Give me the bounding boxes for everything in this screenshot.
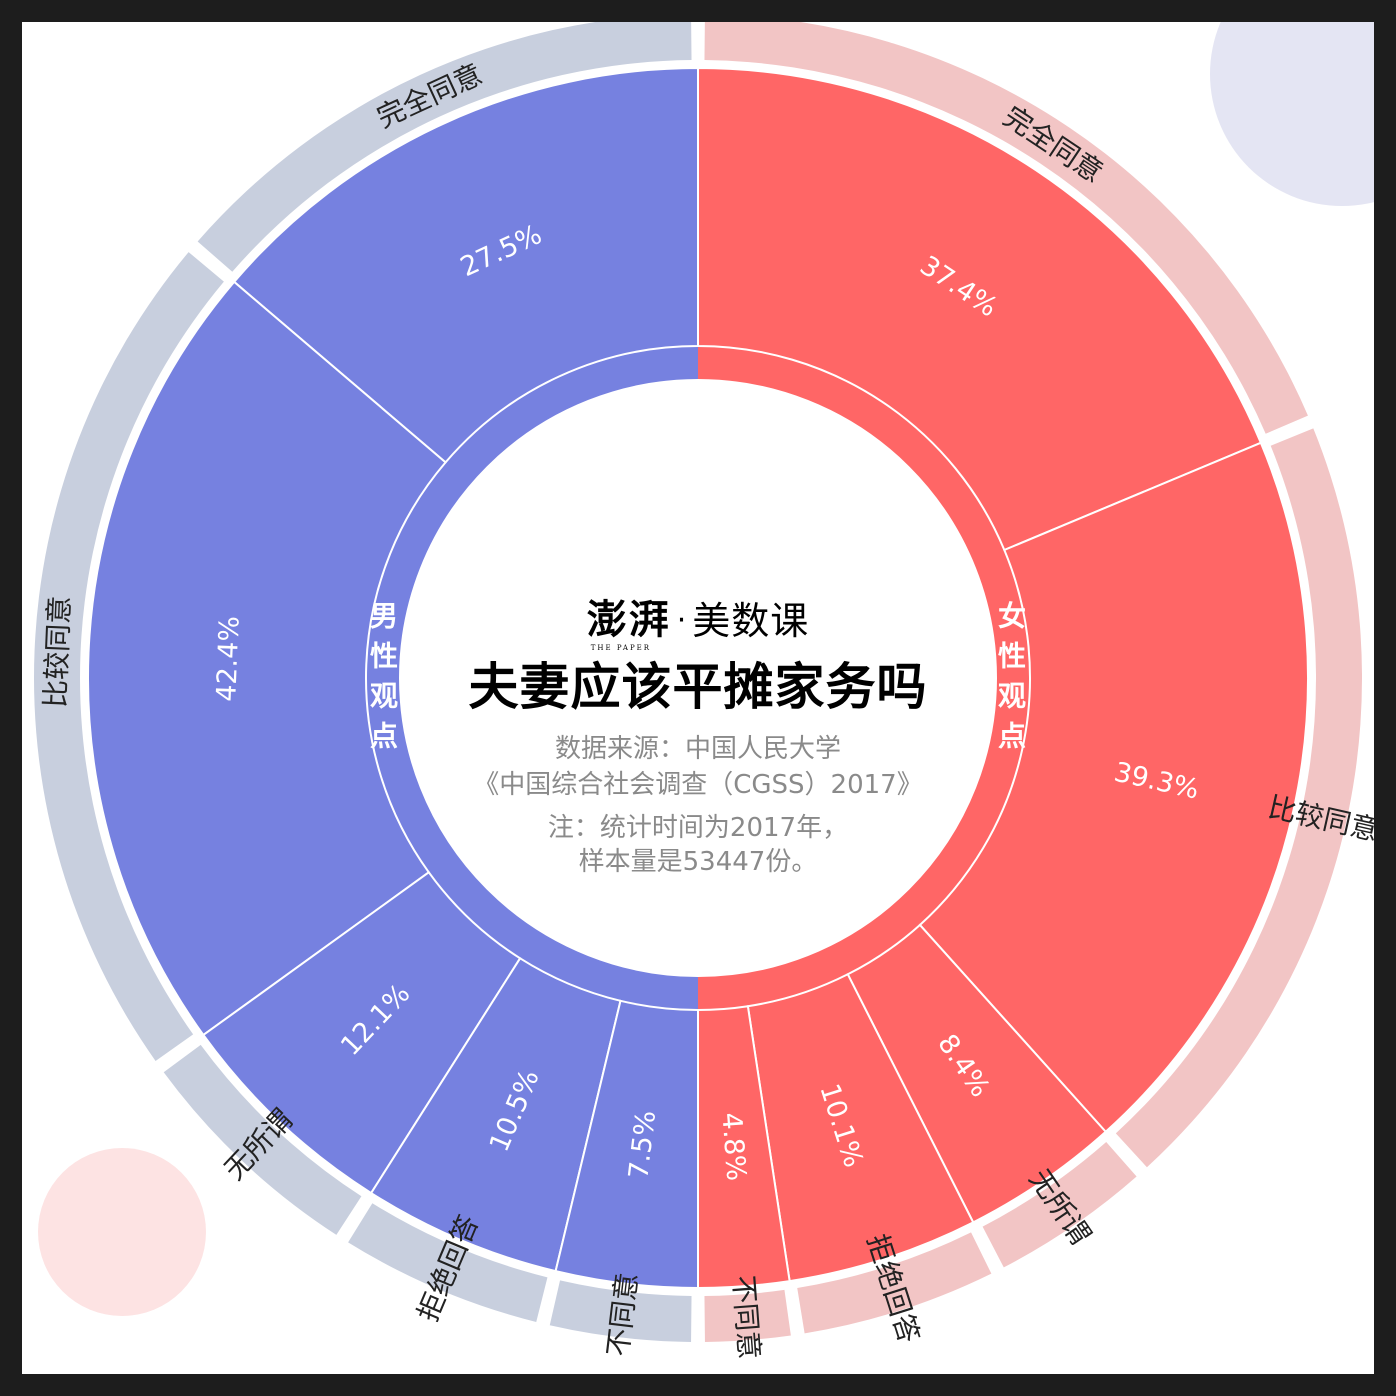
logo-brand-sub: THE PAPER xyxy=(590,644,652,652)
male-band-5 xyxy=(549,1280,692,1342)
male-slice-1 xyxy=(232,66,699,464)
source-line-2: 《中国综合社会调查（CGSS）2017》 xyxy=(473,770,923,800)
female-group-label-char: 女 xyxy=(998,600,1026,633)
male-group-label-char: 男 xyxy=(370,600,398,633)
note-line-2: 样本量是53447份。 xyxy=(578,847,818,877)
data-source: 数据来源：中国人民大学 《中国综合社会调查（CGSS）2017》 xyxy=(442,731,954,803)
male-group-label-char: 点 xyxy=(370,720,398,753)
center-disc xyxy=(408,388,988,968)
note-line-1: 注：统计时间为2017年， xyxy=(547,813,849,843)
male-category-label-5: 不同意 xyxy=(601,1271,644,1358)
female-group-label-char: 点 xyxy=(998,720,1026,753)
male-band-2 xyxy=(34,252,224,1061)
female-slice-1 xyxy=(697,66,1263,552)
female-group-label-char: 性 xyxy=(998,640,1026,673)
logo: 澎湃 THE PAPER · 美数课 xyxy=(442,570,954,652)
male-category-label-2: 比较同意 xyxy=(39,595,77,708)
source-line-1: 数据来源：中国人民大学 xyxy=(554,734,841,764)
logo-name: 美数课 xyxy=(692,599,810,643)
female-band-5 xyxy=(704,1289,791,1342)
female-band-4 xyxy=(797,1232,992,1334)
female-slice-5 xyxy=(697,1005,791,1290)
center-title-block: 澎湃 THE PAPER · 美数课 夫妻应该平摊家务吗 数据来源：中国人民大学… xyxy=(442,570,954,879)
female-slice-2 xyxy=(918,441,1309,1134)
female-band-1 xyxy=(704,22,1308,434)
female-group-label-char: 观 xyxy=(998,680,1026,713)
male-band-3 xyxy=(163,1044,362,1235)
male-inner-ring xyxy=(366,346,698,1010)
female-category-label-5: 不同意 xyxy=(727,1274,766,1360)
decor-circle-top-right xyxy=(1210,22,1374,206)
male-band-4 xyxy=(348,1203,548,1322)
male-value-label-2: 42.4% xyxy=(211,615,245,702)
male-group-label-char: 观 xyxy=(370,680,398,713)
male-band-1 xyxy=(197,22,692,272)
note: 注：统计时间为2017年， 样本量是53447份。 xyxy=(442,811,954,879)
female-band-2 xyxy=(1115,428,1363,1168)
female-inner-ring xyxy=(698,346,1030,1010)
logo-dot: · xyxy=(676,603,687,638)
female-band-3 xyxy=(982,1141,1137,1268)
logo-brand: 澎湃 THE PAPER xyxy=(587,600,671,652)
male-group-label-char: 性 xyxy=(370,640,398,673)
male-slice-2 xyxy=(87,280,447,1037)
female-value-label-5: 4.8% xyxy=(715,1111,751,1182)
inner-ring-divider xyxy=(399,379,997,977)
decor-circle-bottom-left xyxy=(38,1148,206,1316)
page-title: 夫妻应该平摊家务吗 xyxy=(468,658,928,716)
logo-brand-text: 澎湃 xyxy=(586,596,671,643)
